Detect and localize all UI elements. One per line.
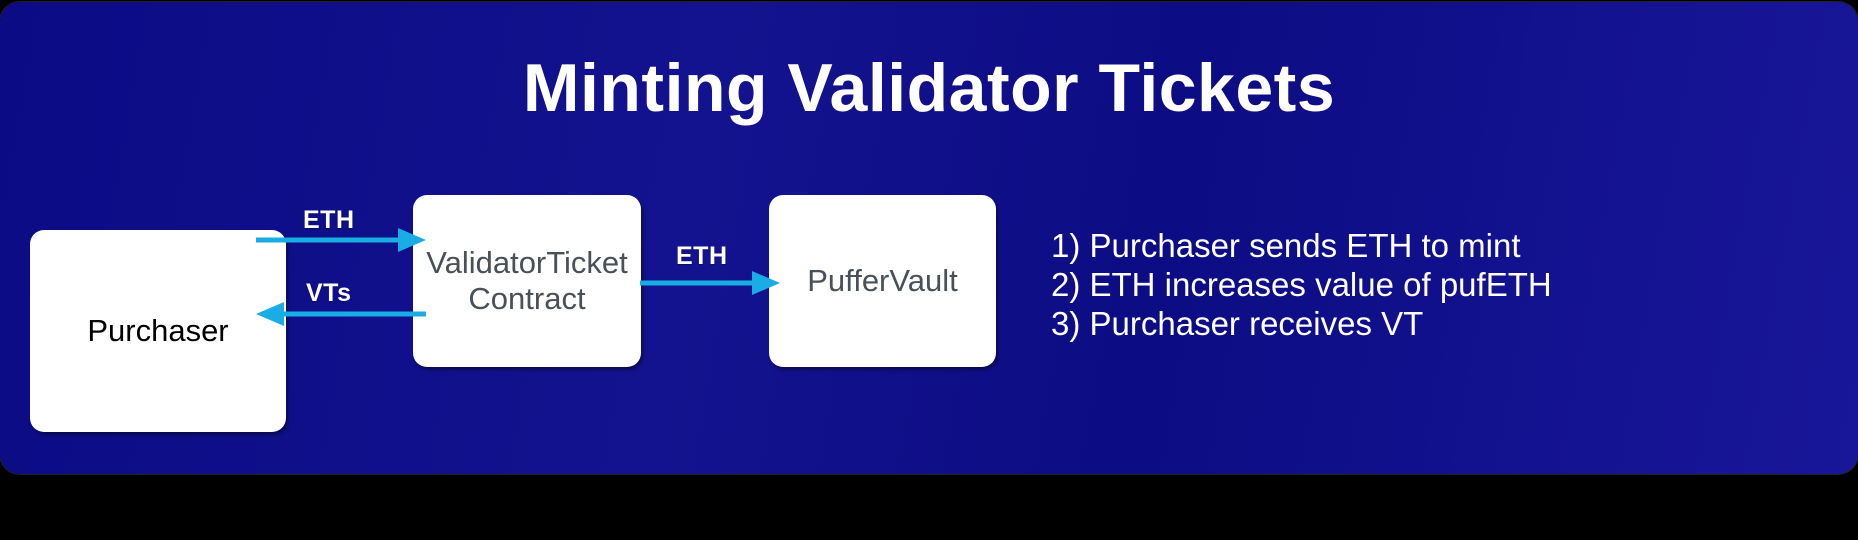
arrow-vts-contract-to-purchaser <box>256 302 426 326</box>
step-item-3: 3) Purchaser receives VT <box>1051 305 1424 342</box>
step-item-1: 1) Purchaser sends ETH to mint <box>1051 227 1521 264</box>
arrow-label-vts-contract-to-purchaser: VTs <box>306 279 352 307</box>
arrow-eth-contract-to-vault <box>640 271 780 295</box>
node-label-validator-ticket-contract: ValidatorTicket Contract <box>426 245 628 316</box>
arrow-eth-purchaser-to-contract <box>256 228 426 252</box>
node-label-purchaser: Purchaser <box>87 313 229 349</box>
node-box-validator-ticket-contract[interactable]: ValidatorTicket Contract <box>413 195 641 367</box>
node-label-puffer-vault: PufferVault <box>807 263 958 299</box>
arrow-label-eth-purchaser-to-contract: ETH <box>303 206 355 234</box>
steps-list: 1) Purchaser sends ETH to mint 2) ETH in… <box>1051 226 1671 343</box>
page-title: Minting Validator Tickets <box>522 50 1336 126</box>
step-item-2: 2) ETH increases value of pufETH <box>1051 266 1552 303</box>
node-box-purchaser[interactable]: Purchaser <box>30 230 286 432</box>
node-box-puffer-vault[interactable]: PufferVault <box>769 195 996 367</box>
arrow-label-eth-contract-to-vault: ETH <box>676 242 728 270</box>
slide-panel: Minting Validator Tickets Purchaser Vali… <box>0 2 1858 474</box>
